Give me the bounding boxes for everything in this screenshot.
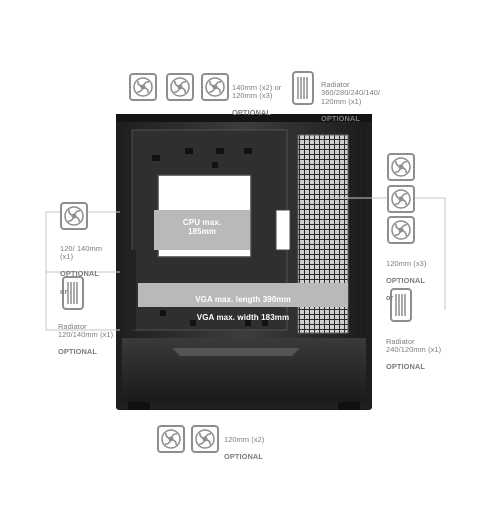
vga-clearance-label: VGA max. length 390mm VGA max. width 183… bbox=[138, 286, 348, 322]
front-radiator-label: Radiator 240/120mm (x1) OPTIONAL bbox=[386, 329, 441, 372]
vga-width: VGA max. width 183mm bbox=[196, 313, 290, 322]
rear-radiator-spec: Radiator 120/140mm (x1) bbox=[58, 321, 114, 340]
radiator-icon bbox=[62, 276, 84, 310]
cpu-clearance-box bbox=[154, 210, 250, 250]
top-radiator-label: Radiator 360/280/240/140/ 120mm (x1) OPT… bbox=[321, 72, 380, 124]
rear-fan-label: 120/ 140mm (x1) OPTIONAL or bbox=[60, 236, 102, 296]
front-or: or bbox=[386, 292, 394, 302]
fan-icon bbox=[387, 185, 415, 213]
rear-fan-spec: 120/ 140mm (x1) bbox=[60, 243, 103, 262]
fan-icon bbox=[387, 216, 415, 244]
top-fans-spec: 140mm (x2) or 120mm (x3) bbox=[232, 82, 282, 101]
front-fans-spec: 120mm (x3) bbox=[386, 258, 427, 268]
bottom-fans-label: 120mm (x2) OPTIONAL bbox=[224, 427, 264, 461]
cpu-clearance-label: CPU max. 185mm bbox=[182, 218, 222, 236]
vga-length: VGA max. length 390mm bbox=[195, 295, 291, 304]
radiator-icon bbox=[292, 71, 314, 105]
bottom-fans-optional: OPTIONAL bbox=[224, 451, 263, 461]
front-radiator-optional: OPTIONAL bbox=[386, 362, 425, 372]
top-fans-label: 140mm (x2) or 120mm (x3) OPTIONAL bbox=[232, 75, 281, 118]
rear-or: or bbox=[60, 286, 68, 296]
fan-icon bbox=[387, 153, 415, 181]
rear-radiator-label: Radiator 120/140mm (x1) OPTIONAL bbox=[58, 314, 113, 357]
top-fans-optional: OPTIONAL bbox=[232, 108, 271, 118]
fan-icon bbox=[166, 73, 194, 101]
front-fans-label: 120mm (x3) OPTIONAL or bbox=[386, 251, 426, 303]
rear-fan-optional: OPTIONAL bbox=[60, 269, 99, 279]
fan-icon bbox=[157, 425, 185, 453]
radiator-icon bbox=[390, 288, 412, 322]
top-radiator-spec: Radiator 360/280/240/140/ 120mm (x1) bbox=[321, 79, 381, 106]
pc-case bbox=[116, 114, 372, 410]
rear-radiator-optional: OPTIONAL bbox=[58, 347, 97, 357]
front-fans-optional: OPTIONAL bbox=[386, 275, 425, 285]
front-radiator-spec: Radiator 240/120mm (x1) bbox=[386, 336, 442, 355]
connector-lines bbox=[45, 197, 446, 331]
bottom-fans-spec: 120mm (x2) bbox=[224, 434, 265, 444]
fan-icon bbox=[191, 425, 219, 453]
vga-clearance-box bbox=[138, 283, 348, 307]
fan-icon bbox=[129, 73, 157, 101]
fan-icon bbox=[60, 202, 88, 230]
fan-icon bbox=[201, 73, 229, 101]
top-radiator-optional: OPTIONAL bbox=[321, 113, 360, 123]
